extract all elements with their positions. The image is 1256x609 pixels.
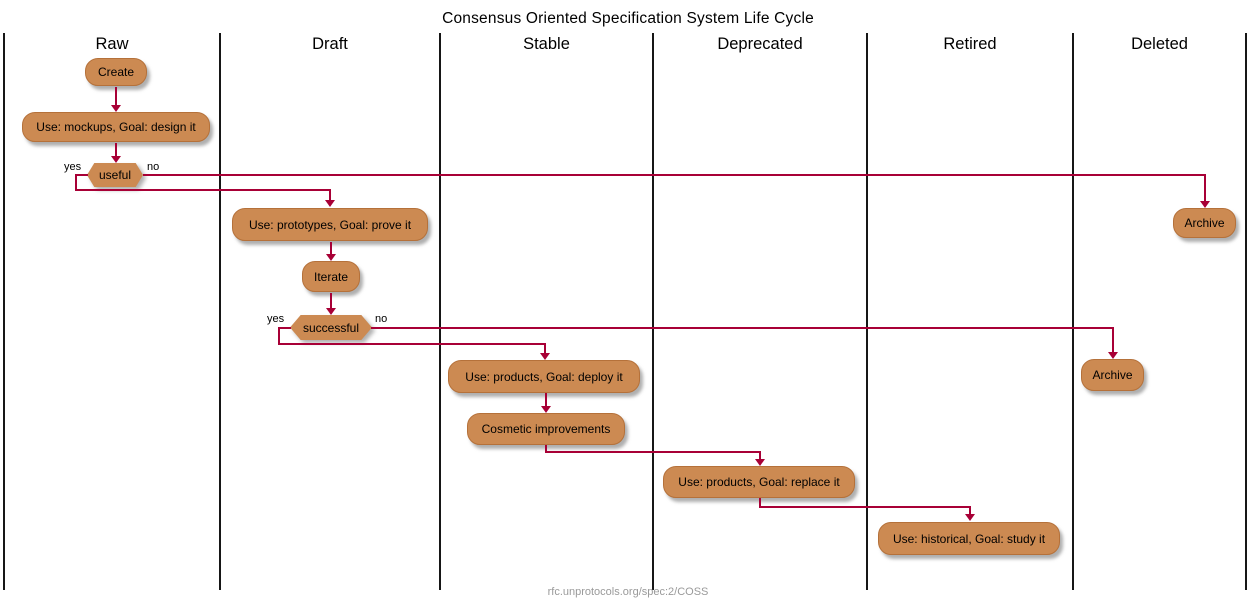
edge-successful-yes [544, 343, 546, 354]
edge-iterate-successful [330, 293, 332, 308]
lane-separator [652, 33, 654, 590]
lane-header-stable: Stable [523, 35, 570, 53]
edge-cosmetic-replace [545, 451, 760, 453]
edge-successful-no [371, 327, 1113, 329]
decision-successful: successful [290, 315, 372, 340]
guard-successful-yes: yes [267, 313, 285, 325]
activity-cosmetic: Cosmetic improvements [467, 413, 625, 445]
activity-mockups: Use: mockups, Goal: design it [22, 112, 210, 142]
guard-useful-yes: yes [64, 161, 82, 173]
arrowhead [111, 105, 121, 112]
edge-successful-yes [278, 327, 280, 344]
decision-successful-label: successful [290, 315, 372, 340]
lane-separator [866, 33, 868, 590]
edge-cosmetic-replace [545, 445, 547, 453]
activity-create: Create [85, 58, 147, 86]
lane-header-raw: Raw [95, 35, 129, 53]
arrowhead [326, 254, 336, 261]
arrowhead [1200, 201, 1210, 208]
edge-successful-yes [278, 327, 291, 329]
footer-url: rfc.unprotocols.org/spec:2/COSS [547, 586, 709, 598]
edge-useful-yes [329, 189, 331, 201]
arrowhead [325, 200, 335, 207]
edge-replace-historical [969, 506, 971, 515]
edge-deploy-cosmetic [545, 393, 547, 407]
edge-successful-yes [278, 343, 545, 345]
arrowhead [111, 156, 121, 163]
activity-replace: Use: products, Goal: replace it [663, 466, 855, 498]
decision-useful-label: useful [87, 163, 143, 187]
arrowhead [540, 353, 550, 360]
arrowhead [755, 459, 765, 466]
activity-archive-draft: Archive [1081, 359, 1144, 391]
arrowhead [1108, 352, 1118, 359]
edge-useful-no [1204, 174, 1206, 202]
edge-replace-historical [759, 506, 970, 508]
decision-useful: useful [87, 163, 143, 187]
activity-deploy: Use: products, Goal: deploy it [448, 360, 640, 393]
lane-separator [219, 33, 221, 590]
edge-successful-no [1112, 327, 1114, 353]
diagram-title: Consensus Oriented Specification System … [442, 10, 814, 27]
lane-separator [439, 33, 441, 590]
activity-prototypes: Use: prototypes, Goal: prove it [232, 208, 428, 241]
edge-useful-yes [75, 174, 77, 190]
edge-mockups-useful [115, 143, 117, 157]
lane-separator [1245, 33, 1247, 590]
lane-header-draft: Draft [312, 35, 348, 53]
guard-useful-no: no [147, 161, 160, 173]
edge-useful-yes [75, 174, 88, 176]
edge-create-mockups [115, 87, 117, 106]
activity-historical: Use: historical, Goal: study it [878, 522, 1060, 555]
edge-useful-no [143, 174, 1205, 176]
lane-separator [1072, 33, 1074, 590]
activity-iterate: Iterate [302, 261, 360, 292]
edge-replace-historical [759, 498, 761, 508]
lane-header-deleted: Deleted [1131, 35, 1188, 53]
activity-archive-raw: Archive [1173, 208, 1236, 238]
guard-successful-no: no [375, 313, 388, 325]
arrowhead [965, 514, 975, 521]
lane-separator [3, 33, 5, 590]
arrowhead [541, 406, 551, 413]
edge-prototypes-iterate [330, 242, 332, 254]
edge-cosmetic-replace [759, 451, 761, 460]
arrowhead [326, 308, 336, 315]
lane-header-deprecated: Deprecated [717, 35, 803, 53]
edge-useful-yes [75, 189, 330, 191]
lane-header-retired: Retired [943, 35, 997, 53]
